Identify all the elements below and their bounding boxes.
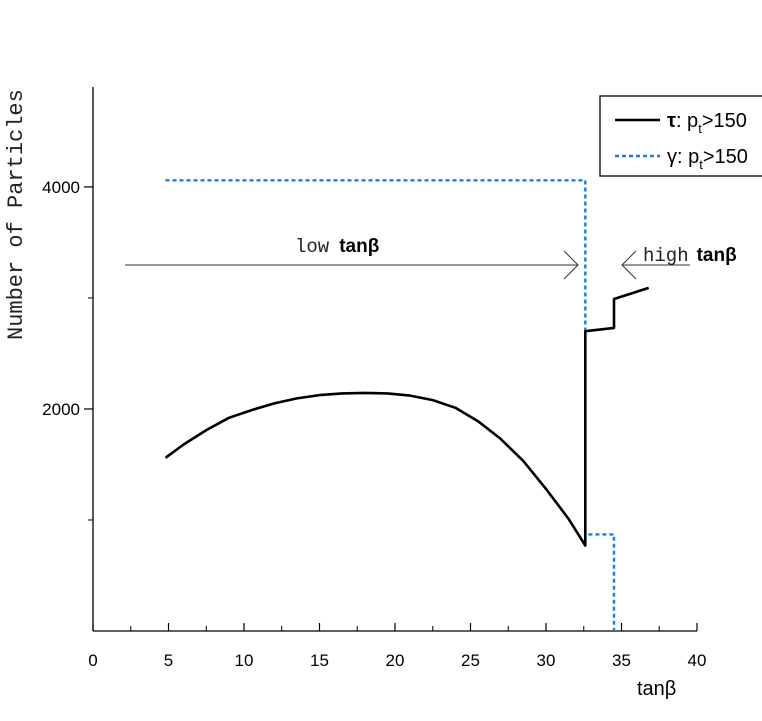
high-tanbeta-annotation: high tanβ: [621, 245, 737, 280]
y-ticks: 2000 4000: [42, 178, 93, 521]
x-tick-label: 25: [461, 651, 480, 670]
series-line-tau: [164, 286, 650, 547]
y-tick-label: 4000: [42, 178, 80, 197]
x-axis-title: tanβ: [637, 678, 676, 700]
x-tick-label: 10: [235, 651, 254, 670]
x-tick-label: 5: [164, 651, 173, 670]
x-tick-label: 30: [537, 651, 556, 670]
x-tick-label: 20: [386, 651, 405, 670]
series-line-gamma: [165, 179, 616, 631]
x-ticks: 0 5 10 15 20 25 30 35 40: [88, 623, 706, 670]
legend: τ: pt>150 γ: pt>150: [599, 95, 762, 177]
y-axis-title: Number of Particles: [4, 89, 29, 340]
x-tick-label: 40: [688, 651, 707, 670]
low-arrowhead: [563, 250, 579, 280]
legend-label-tau: τ: pt>150: [667, 110, 747, 136]
legend-box: [599, 95, 762, 177]
legend-label-gamma: γ: pt>150: [667, 146, 748, 172]
x-tick-label: 35: [612, 651, 631, 670]
series-layer: [164, 179, 650, 631]
y-tick-label: 2000: [42, 400, 80, 419]
high-arrowhead: [621, 250, 637, 280]
high-label: high tanβ: [643, 245, 737, 267]
x-tick-label: 15: [310, 651, 329, 670]
x-tick-label: 0: [88, 651, 97, 670]
low-tanbeta-annotation: low tanβ: [125, 236, 579, 280]
low-label: low tanβ: [295, 236, 379, 258]
